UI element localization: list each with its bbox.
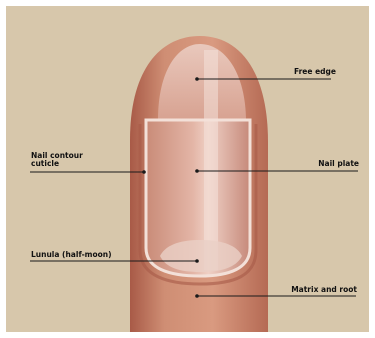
label-lunula: Lunula (half-moon) xyxy=(31,251,112,260)
label-nail-plate: Nail plate xyxy=(318,160,359,169)
pointer-nail-contour xyxy=(142,170,146,174)
pointer-free-edge xyxy=(195,77,199,81)
label-cuticle: cuticle xyxy=(31,160,59,169)
label-matrix-root: Matrix and root xyxy=(291,286,357,295)
nail-highlight xyxy=(204,50,218,270)
pointer-matrix xyxy=(195,294,199,298)
pointer-lunula xyxy=(195,259,199,263)
label-free-edge: Free edge xyxy=(294,68,336,77)
pointer-nail-plate xyxy=(195,169,199,173)
